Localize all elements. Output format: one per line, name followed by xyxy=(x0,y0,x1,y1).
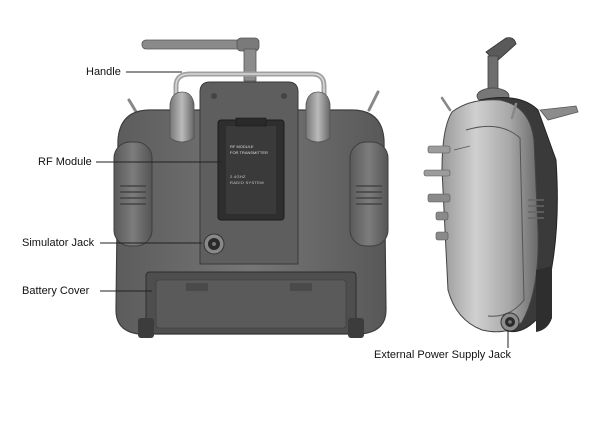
simulator-jack xyxy=(203,233,225,255)
left-grip xyxy=(113,141,153,247)
battery-cover-label: Battery Cover xyxy=(22,285,90,297)
external-power-label: External Power Supply Jack xyxy=(374,349,511,361)
right-grip xyxy=(349,141,389,247)
shoulder-knobs xyxy=(169,91,331,143)
back-view: RF MODULE FOR TRANSMITTER 2.4GHZ RADIO S… xyxy=(113,37,389,338)
side-view xyxy=(423,37,579,333)
simulator-jack-label: Simulator Jack xyxy=(22,237,95,249)
module-text-line1: RF MODULE xyxy=(230,144,254,149)
external-power-jack xyxy=(500,312,520,332)
side-switches xyxy=(423,96,518,241)
handle-label: Handle xyxy=(86,66,121,78)
side-stick xyxy=(476,37,517,105)
module-text-line2: FOR TRANSMITTER xyxy=(230,150,268,155)
battery-cover xyxy=(145,271,357,335)
side-body-front xyxy=(441,99,539,333)
rf-module-label: RF Module xyxy=(38,156,92,168)
module-text-line3: 2.4GHZ xyxy=(230,174,246,179)
leader-lines xyxy=(96,71,509,348)
antenna xyxy=(141,37,260,82)
rf-module: RF MODULE FOR TRANSMITTER 2.4GHZ RADIO S… xyxy=(217,117,285,221)
module-text-line4: RADIO SYSTEM xyxy=(230,180,264,185)
side-grip-ribs xyxy=(528,199,544,219)
